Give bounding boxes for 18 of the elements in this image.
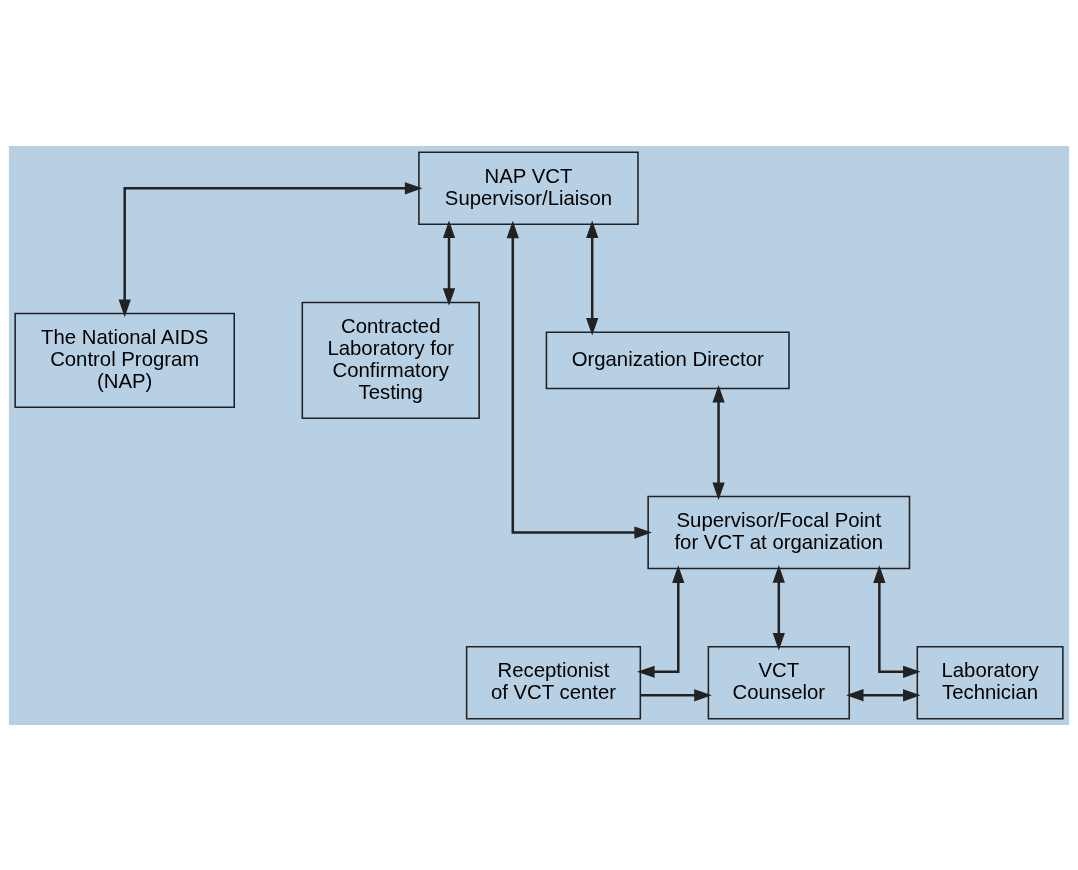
arrow <box>845 688 921 701</box>
node-box: Laboratory Technician <box>916 645 1064 719</box>
node-box: NAP VCT Supervisor/Liaison <box>418 151 639 225</box>
arrow <box>772 564 785 650</box>
arrow <box>442 220 456 306</box>
node-box: VCT Counselor <box>707 645 850 719</box>
arrow <box>118 181 423 317</box>
node-box: Receptionist of VCT center <box>465 645 642 719</box>
node-box: Organization Director <box>545 330 790 389</box>
arrow <box>712 384 725 500</box>
arrow <box>640 688 712 701</box>
arrow <box>873 564 921 678</box>
node-box: The National AIDS Control Program (NAP) <box>14 312 235 408</box>
node-box: Contracted Laboratory for Confirmatory Testing <box>301 301 480 419</box>
node-box: Supervisor/Focal Point for VCT at organization <box>647 495 911 569</box>
arrow <box>637 564 685 678</box>
arrow <box>506 220 652 539</box>
arrow <box>586 220 599 336</box>
